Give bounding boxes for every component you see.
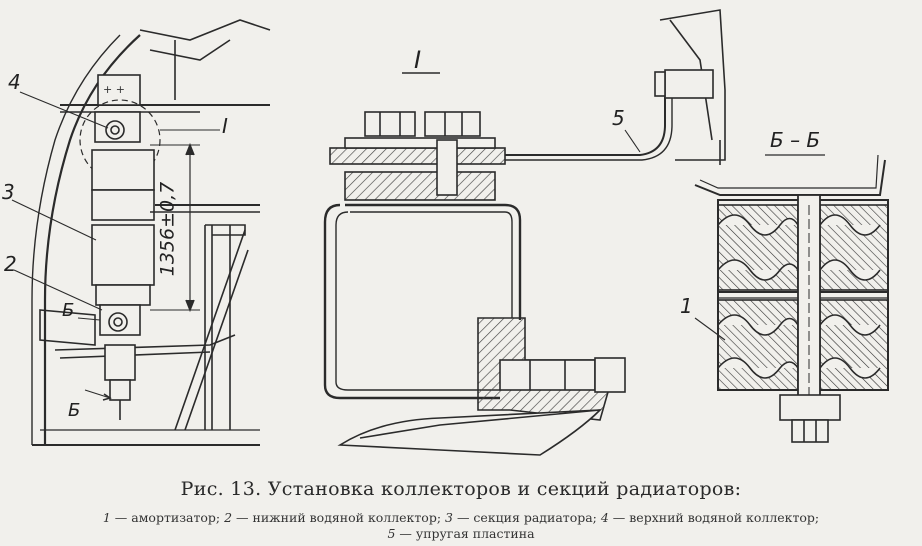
legend-item-text: — упругая пластина [395, 526, 535, 541]
legend-item: 2 — нижний водяной коллектор; [224, 510, 445, 525]
legend-item: 5 — упругая пластина [387, 526, 534, 541]
callout-4: 4 [8, 70, 21, 94]
svg-text:+ +: + + [103, 83, 125, 96]
callout-3: 3 [2, 180, 15, 204]
figure-caption-title: Рис. 13. Установка коллекторов и секций … [180, 478, 742, 500]
detail-I-view [323, 9, 726, 456]
legend-item-text: — секция радиатора; [452, 510, 601, 525]
callout-b-bottom: Б [68, 400, 81, 421]
technical-drawing: + + [11, 9, 889, 456]
legend-item-text: — нижний водяной коллектор; [232, 510, 446, 525]
legend-item-number: 4 [600, 510, 609, 525]
legend-item-number: 3 [445, 510, 453, 525]
callout-2: 2 [4, 252, 17, 276]
figure-caption-legend: 1 — амортизатор; 2 — нижний водяной колл… [6, 510, 916, 542]
callout-5: 5 [612, 106, 625, 130]
legend-item: 4 — верхний водяной коллектор; [601, 510, 819, 525]
section-label-I: I [414, 46, 422, 74]
dimension-label: 1356±0,7 [156, 181, 179, 277]
legend-item: 3 — секция радиатора; [445, 510, 601, 525]
legend-item-number: 2 [224, 510, 233, 525]
left-assembly-view: + + [11, 19, 271, 446]
legend-item: 1 — амортизатор; [103, 510, 224, 525]
legend-item-number: 5 [387, 526, 396, 541]
callout-b-top: Б [62, 300, 75, 321]
callout-I-marker: I [222, 114, 228, 138]
legend-item-number: 1 [102, 510, 111, 525]
section-view-label-BB: Б – Б [770, 128, 821, 152]
legend-item-text: — амортизатор; [110, 510, 225, 525]
section-BB-view [694, 154, 889, 443]
legend-item-text: — верхний водяной коллектор; [608, 510, 820, 525]
callout-1: 1 [680, 294, 693, 318]
